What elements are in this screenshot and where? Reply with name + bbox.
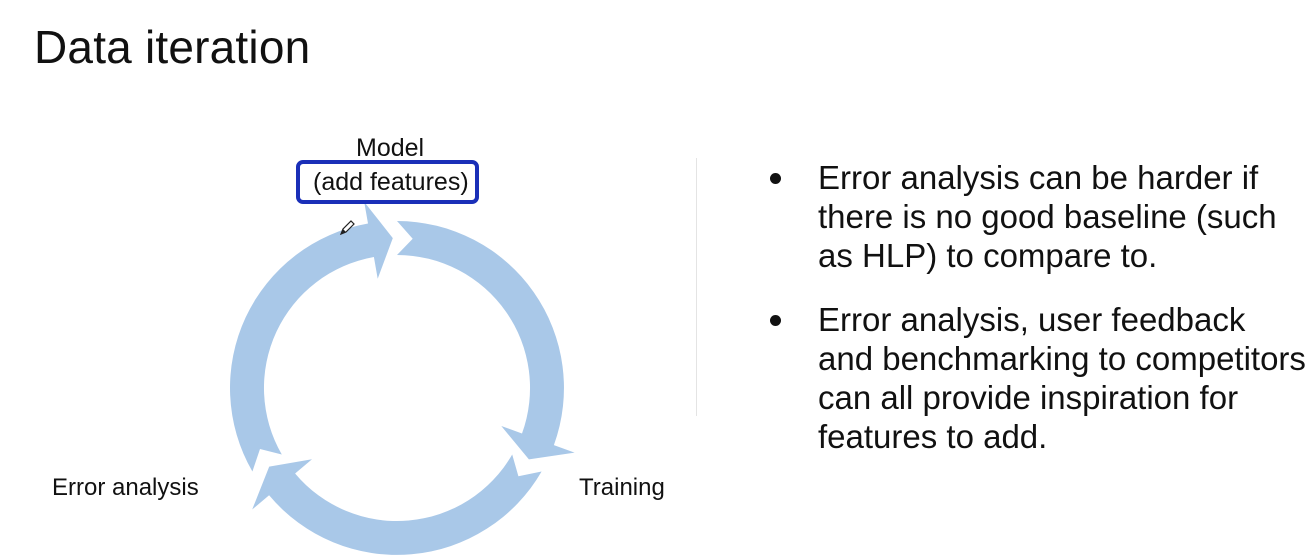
cycle-diagram: [230, 201, 575, 555]
training-label: Training: [579, 474, 665, 501]
slide-title: Data iteration: [34, 21, 311, 73]
bullet-text: Error analysis, user feedback and benchm…: [818, 301, 1306, 455]
divider: [696, 158, 697, 416]
error-analysis-label: Error analysis: [52, 474, 199, 501]
pencil-cursor-icon: [339, 220, 355, 236]
bullet-item: Error analysis can be harder if there is…: [768, 158, 1308, 275]
arrow-to-error-analysis: [252, 454, 542, 555]
bullet-text: Error analysis can be harder if there is…: [818, 159, 1277, 274]
model-detail-label: (add features): [313, 168, 469, 196]
bullet-dot-icon: [770, 315, 781, 326]
highlight-annotation: [296, 160, 479, 204]
arrow-to-model: [230, 201, 393, 472]
arrow-to-training: [397, 221, 575, 460]
bullet-dot-icon: [770, 173, 781, 184]
bullet-item: Error analysis, user feedback and benchm…: [768, 300, 1308, 456]
bullet-list: Error analysis can be harder if there is…: [768, 158, 1308, 456]
model-label: Model: [356, 134, 425, 162]
